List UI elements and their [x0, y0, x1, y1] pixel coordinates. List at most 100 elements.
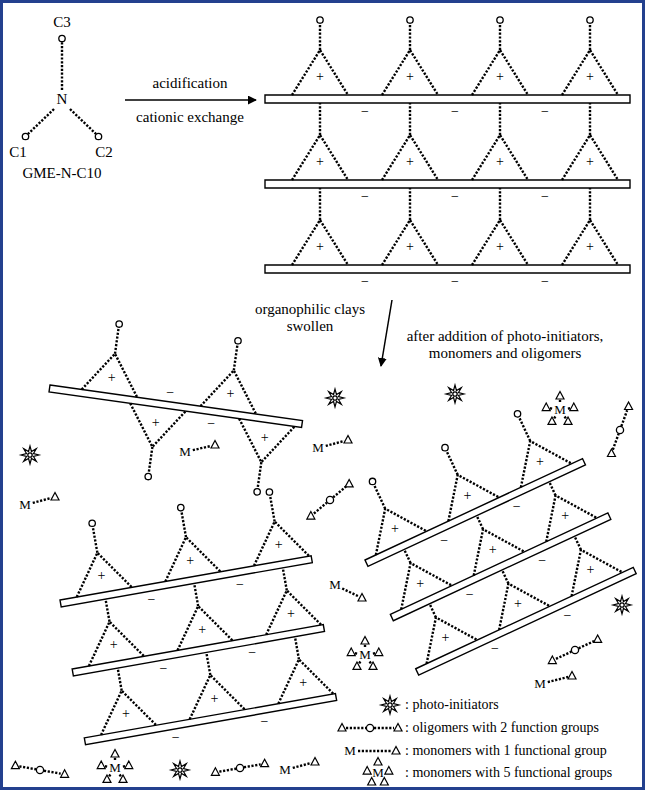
functional-group [97, 761, 105, 769]
alkyl-chain [44, 771, 61, 774]
monomer-label: M [109, 761, 121, 776]
chain-end [89, 520, 95, 526]
functional-group [311, 758, 319, 766]
functional-group [568, 672, 576, 680]
alkyl-chain [546, 495, 597, 541]
layer-charge: − [451, 274, 459, 290]
chain-end [235, 338, 241, 344]
process-label: acidification [153, 75, 228, 92]
chain-end [333, 396, 337, 400]
alkyl-chain [219, 769, 236, 772]
layer-charge: − [236, 576, 244, 592]
atom-label: C2 [95, 144, 113, 161]
cation-charge: + [463, 487, 471, 503]
monomer-label: M [534, 677, 546, 692]
chain-end [388, 703, 392, 707]
legend-text: : monomers with 1 functional group [405, 742, 607, 760]
cation-charge: + [496, 154, 504, 170]
alkyl-chain [278, 659, 333, 703]
alkyl-chain [266, 590, 321, 634]
alkyl-chain [239, 419, 294, 463]
alkyl-chain [374, 484, 385, 508]
functional-group [392, 747, 400, 755]
process-arrow [381, 300, 392, 366]
process-label: cationic exchange [136, 109, 244, 126]
layer-charge: − [541, 274, 549, 290]
photo-initiator [381, 696, 399, 714]
cation-charge: + [316, 154, 324, 170]
alkyl-chain [446, 450, 457, 474]
functional-group [564, 417, 572, 425]
chain-end [620, 603, 624, 607]
chain-end [28, 453, 32, 457]
layer-charge: − [466, 587, 474, 603]
cation-charge: + [227, 386, 235, 402]
functional-group [103, 775, 111, 783]
alkyl-chain [589, 23, 591, 50]
alkyl-chain [404, 549, 410, 563]
cation-charge: + [261, 430, 269, 446]
functional-group [211, 441, 219, 449]
alkyl-chain [283, 568, 287, 591]
chain-end [407, 17, 413, 23]
alkyl-chain [427, 617, 478, 663]
functional-group [353, 662, 361, 670]
alkyl-chain [401, 563, 452, 609]
functional-group [625, 402, 633, 410]
cation-charge: + [211, 691, 219, 707]
alkyl-chain [326, 441, 344, 446]
alkyl-chain [292, 135, 348, 180]
process-arrow [125, 99, 256, 101]
functional-group [374, 758, 382, 766]
chain-end [95, 133, 101, 139]
alkyl-chain [201, 370, 256, 414]
functional-group [607, 449, 615, 457]
alkyl-chain [589, 188, 591, 220]
alkyl-chain [19, 766, 36, 769]
monomer-label: M [554, 403, 566, 418]
cation-charge: + [416, 576, 424, 592]
cation-charge: + [442, 630, 450, 646]
clay-sheet [365, 459, 585, 567]
clay-sheet [265, 265, 630, 273]
chain-end [571, 646, 578, 653]
alkyl-chain [562, 135, 618, 180]
alkyl-chain [109, 775, 111, 777]
alkyl-chain [472, 135, 528, 180]
alkyl-chain [319, 23, 321, 50]
alkyl-chain [549, 482, 555, 496]
monomer-label: M [359, 648, 371, 663]
functional-group [345, 479, 353, 487]
functional-group [211, 768, 219, 776]
photo-initiator [326, 389, 344, 407]
alkyl-chain [234, 344, 238, 371]
functional-group [347, 648, 355, 656]
layer-charge: − [361, 104, 369, 120]
chain-end [59, 35, 65, 41]
cation-charge: + [489, 542, 497, 558]
chain-end [616, 426, 623, 433]
chain-end [36, 766, 43, 773]
cation-charge: + [98, 568, 106, 584]
cation-charge: + [391, 521, 399, 537]
functional-group [594, 635, 602, 643]
alkyl-chain [472, 220, 528, 265]
functional-group [542, 403, 550, 411]
cation-charge: + [586, 69, 594, 85]
cation-charge: + [496, 69, 504, 85]
layer-charge: − [147, 592, 155, 608]
cation-charge: + [586, 154, 594, 170]
alkyl-chain [562, 50, 618, 95]
clay-sheet [265, 95, 630, 103]
functional-group [111, 750, 119, 758]
cation-charge: + [561, 508, 569, 524]
alkyl-chain [149, 447, 153, 474]
alkyl-chain [575, 536, 581, 550]
functional-group [61, 770, 69, 778]
alkyl-chain [613, 434, 619, 450]
cation-charge: + [406, 239, 414, 255]
alkyl-chain [244, 764, 261, 767]
functional-group [375, 648, 383, 656]
alkyl-chain [342, 588, 358, 596]
